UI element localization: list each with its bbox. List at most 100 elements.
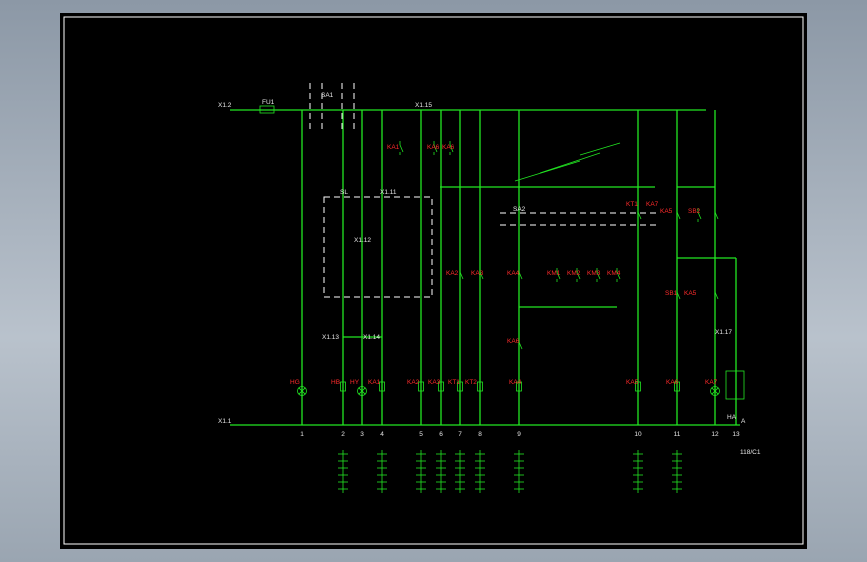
label-title-ref: 118/C1 bbox=[740, 449, 761, 456]
contact-8-blade bbox=[596, 271, 601, 280]
switch-lead-2 bbox=[514, 160, 581, 182]
lamp-0-x2 bbox=[298, 387, 306, 395]
contact-15-blade bbox=[714, 291, 719, 300]
contact-10-blade bbox=[637, 211, 642, 220]
coil-4 bbox=[457, 381, 463, 392]
number-label-9: 10 bbox=[634, 431, 642, 438]
contact-label-3: KA2 bbox=[446, 270, 459, 277]
label-alarm-terminal: A bbox=[741, 418, 746, 425]
coil-7 bbox=[635, 381, 641, 392]
load-label-4: KA2 bbox=[407, 379, 420, 386]
label-terminal-mid: X1.12 bbox=[354, 237, 371, 244]
contact-12-blade bbox=[697, 211, 702, 220]
contact-9-blade bbox=[616, 271, 621, 280]
contact-label-8: KM3 bbox=[587, 270, 601, 277]
number-label-10: 11 bbox=[674, 431, 681, 438]
load-label-9: KA5 bbox=[626, 379, 639, 386]
alarm-box bbox=[725, 370, 745, 400]
load-label-11: KA7 bbox=[705, 379, 718, 386]
contact-label-14: SB1 bbox=[665, 290, 678, 297]
contact-label-6: KM1 bbox=[547, 270, 561, 277]
label-right-terminal: X1.17 bbox=[715, 329, 732, 336]
switch-lead-0 bbox=[579, 142, 621, 156]
contact-11-blade bbox=[676, 211, 681, 220]
load-label-5: KA3 bbox=[428, 379, 441, 386]
contact-13-blade bbox=[714, 211, 719, 220]
number-label-1: 2 bbox=[341, 431, 345, 438]
load-label-6: KT1 bbox=[448, 379, 460, 386]
coil-5 bbox=[477, 381, 483, 392]
coil-2 bbox=[418, 381, 424, 392]
number-label-5: 6 bbox=[439, 431, 443, 438]
number-label-8: 9 bbox=[517, 431, 521, 438]
contact-label-5: KA4 bbox=[507, 270, 520, 277]
contact-label-7: KM2 bbox=[567, 270, 581, 277]
coil-6 bbox=[516, 381, 522, 392]
coil-8 bbox=[674, 381, 680, 392]
contact-label-13: SB2 bbox=[688, 208, 701, 215]
fuse-body bbox=[259, 105, 275, 114]
number-label-6: 7 bbox=[458, 431, 462, 438]
contact-label-11: KA7 bbox=[646, 201, 659, 208]
lamp-2-x2 bbox=[711, 387, 719, 395]
contact-7-blade bbox=[576, 271, 581, 280]
load-label-8: KA4 bbox=[509, 379, 522, 386]
contact-label-9: KM4 bbox=[607, 270, 621, 277]
contact-label-10: KT1 bbox=[626, 201, 638, 208]
dashed-layer bbox=[309, 83, 660, 298]
sensor-enclosure bbox=[323, 196, 433, 298]
label-sensor: SL bbox=[340, 189, 348, 196]
contact-6-blade bbox=[556, 271, 561, 280]
contact-14-blade bbox=[676, 291, 681, 300]
contact-label-12: KA5 bbox=[660, 208, 673, 215]
number-label-7: 8 bbox=[478, 431, 482, 438]
contact-label-4: KA3 bbox=[471, 270, 484, 277]
label-terminal-left: X1.13 bbox=[322, 334, 339, 341]
contact-2-blade bbox=[449, 144, 454, 153]
contact-16-blade bbox=[518, 341, 523, 350]
load-label-3: KA1 bbox=[368, 379, 381, 386]
label-mode-switch: SA2 bbox=[513, 206, 526, 213]
lamp-2 bbox=[710, 386, 720, 396]
contact-label-0: KA1 bbox=[387, 144, 400, 151]
load-label-1: HB bbox=[331, 379, 340, 386]
label-top-rail: X1.2 bbox=[218, 102, 232, 109]
load-label-10: KA6 bbox=[666, 379, 679, 386]
wire-layer bbox=[230, 109, 740, 426]
label-terminal-right: X1.14 bbox=[363, 334, 380, 341]
contact-label-16: KA6 bbox=[507, 338, 520, 345]
lamp-1 bbox=[357, 386, 367, 396]
contact-1-blade bbox=[433, 144, 438, 153]
coil-1 bbox=[379, 381, 385, 392]
contact-label-2: KA6 bbox=[442, 144, 455, 151]
number-label-4: 5 bbox=[419, 431, 423, 438]
lamp-0 bbox=[297, 386, 307, 396]
load-label-0: HG bbox=[290, 379, 300, 386]
lamp-1-x2 bbox=[358, 387, 366, 395]
load-label-7: KT2 bbox=[465, 379, 477, 386]
number-label-3: 4 bbox=[380, 431, 384, 438]
label-alarm: HA bbox=[727, 414, 737, 421]
load-label-2: HY bbox=[350, 379, 360, 386]
label-selector: SA1 bbox=[321, 92, 334, 99]
label-bottom-rail: X1.1 bbox=[218, 418, 232, 425]
border-rect bbox=[63, 16, 804, 545]
label-terminal-top: X1.11 bbox=[380, 189, 397, 196]
coil-0 bbox=[340, 381, 346, 392]
contact-label-1: KA6 bbox=[427, 144, 440, 151]
number-label-0: 1 bbox=[300, 431, 304, 438]
detail-layer bbox=[259, 105, 745, 493]
contact-3-blade bbox=[459, 271, 464, 280]
contact-0-blade bbox=[399, 144, 404, 153]
number-label-2: 3 bbox=[360, 431, 364, 438]
coil-3 bbox=[438, 381, 444, 392]
contact-4-blade bbox=[479, 271, 484, 280]
label-junction: X1.15 bbox=[415, 102, 432, 109]
contact-5-blade bbox=[518, 271, 523, 280]
number-label-11: 12 bbox=[711, 431, 719, 438]
number-label-12: 13 bbox=[732, 431, 740, 438]
label-fuse: FU1 bbox=[262, 99, 275, 106]
